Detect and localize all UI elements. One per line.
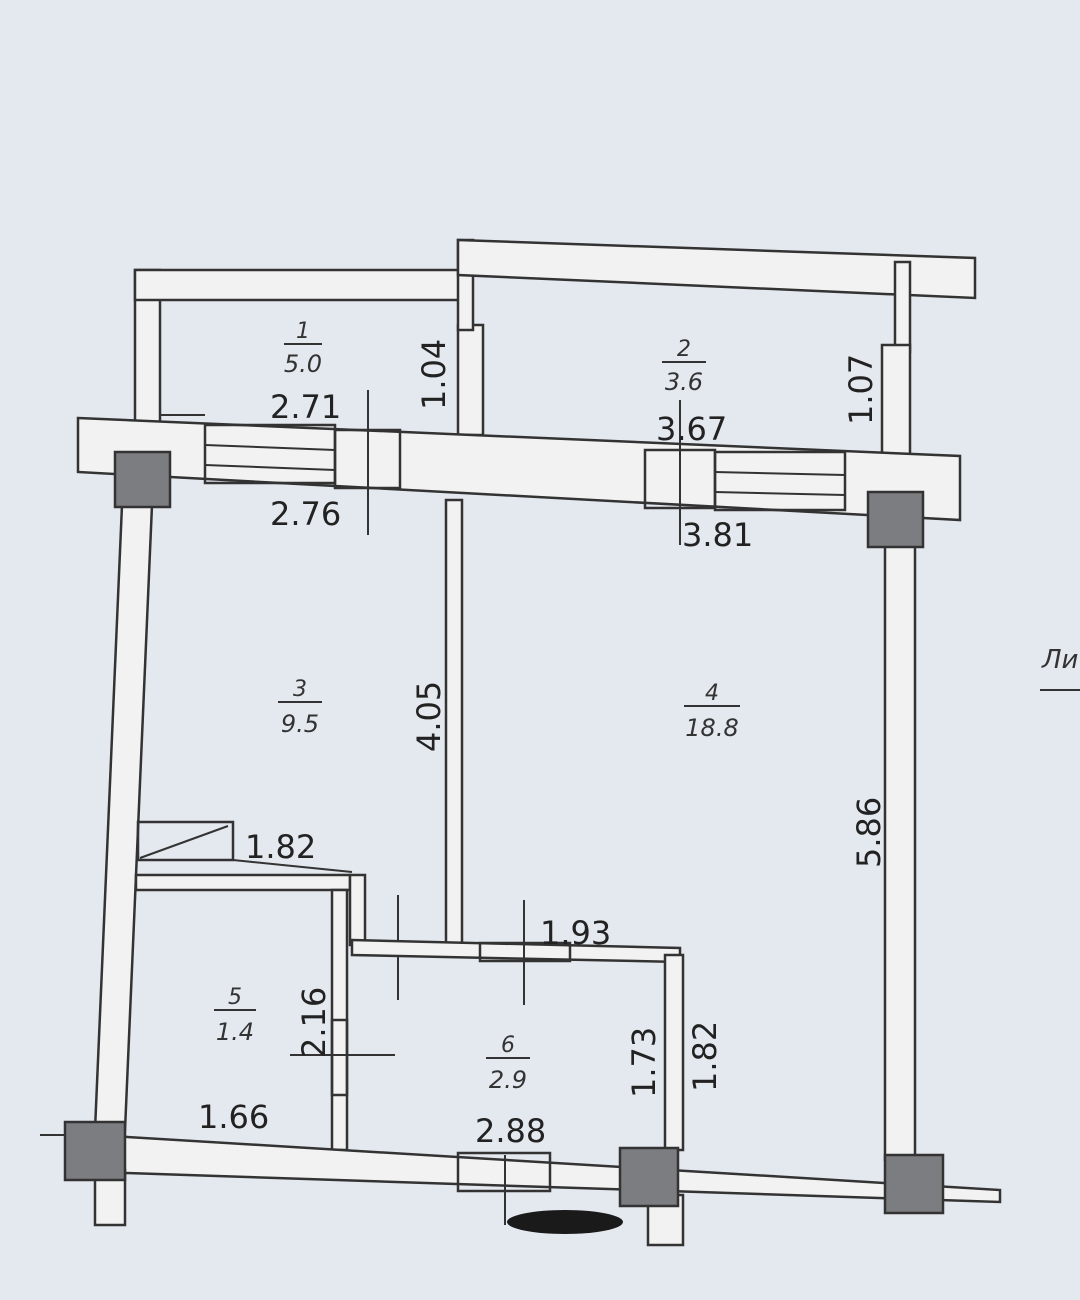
column-top-left (113, 450, 172, 509)
exterior-wall-left (93, 503, 154, 1132)
column-bottom-left (63, 1120, 127, 1182)
dim-room3-width: 2.76 (270, 495, 341, 533)
column-top-right (866, 490, 925, 549)
room-number: 6 (501, 1033, 515, 1058)
dim-balcony5-height: 1.04 (415, 339, 453, 410)
room-label-2: 5 1.4 (214, 985, 256, 1046)
exterior-wall-top (76, 390, 962, 545)
room-number: 4 (705, 681, 719, 706)
room-number: 3 (293, 677, 307, 702)
dim-niche-width: 1.82 (245, 828, 316, 866)
dim-room3-height: 4.05 (410, 681, 448, 752)
room-area: 2.9 (489, 1066, 527, 1094)
interior-wall-3-4 (444, 498, 464, 947)
room-label-1: 6 2.9 (486, 1033, 530, 1094)
redaction-mark (507, 1210, 623, 1234)
dim-hall-height-outer: 1.82 (686, 1021, 724, 1092)
columns (63, 450, 945, 1215)
column-bottom-right (883, 1153, 945, 1215)
dim-room2-height: 2.16 (295, 987, 333, 1058)
room-number: 2 (677, 337, 691, 362)
niche (136, 820, 353, 873)
room-area: 18.8 (685, 714, 738, 742)
room-2-walls (134, 873, 399, 1152)
room-label-4: 4 18.8 (684, 681, 740, 742)
column-bottom-mid (618, 1146, 680, 1208)
dim-hall-width: 2.88 (475, 1112, 546, 1150)
dim-balcony6-width: 3.67 (656, 410, 727, 448)
room-number: 1 (296, 319, 310, 344)
room-number: 5 (228, 985, 242, 1010)
dim-hall-height-inner: 1.73 (625, 1027, 663, 1098)
balcony-6-walls (456, 238, 977, 462)
dim-room4-height: 5.86 (850, 797, 888, 868)
dim-room2-width: 1.66 (198, 1098, 269, 1136)
exterior-wall-right (883, 543, 917, 1162)
room-area: 9.5 (281, 710, 319, 738)
room-area: 1.4 (216, 1018, 254, 1046)
room-label-6: 2 3.6 (662, 337, 706, 396)
room-area: 3.6 (665, 368, 703, 396)
room-label-3: 3 9.5 (278, 677, 322, 738)
room-label-5: 1 5.0 (284, 319, 322, 378)
dim-hall-top-width: 1.93 (540, 914, 611, 952)
side-text: Ли (1041, 645, 1078, 675)
dim-balcony5-width: 2.71 (270, 388, 341, 426)
dim-balcony6-height: 1.07 (842, 354, 880, 425)
room-1-walls (348, 873, 685, 1152)
room-area: 5.0 (284, 350, 322, 378)
dim-room4-width: 3.81 (682, 516, 753, 554)
